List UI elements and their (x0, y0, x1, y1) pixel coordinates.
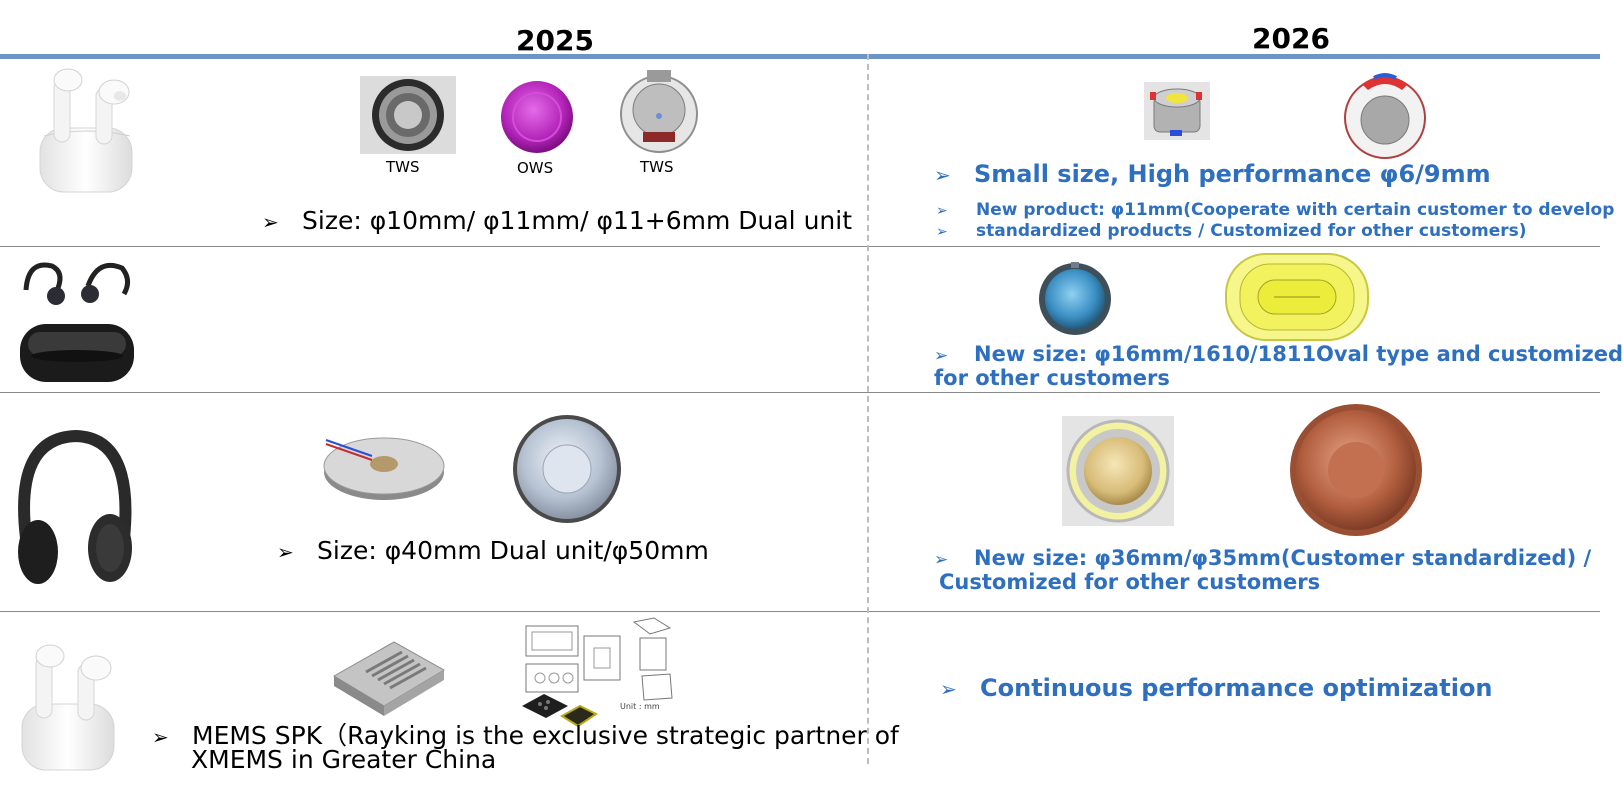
row3-right-line1: ➢New size: φ36mm/φ35mm(Customer standard… (934, 546, 1592, 570)
row2-right-line2: for other customers (934, 366, 1170, 390)
speaker-16mm-image (1039, 262, 1111, 335)
tws-speaker-10mm-image (360, 76, 456, 154)
row3-right-line2: Customized for other customers (939, 570, 1321, 594)
arrow-bullet-icon: ➢ (940, 677, 957, 701)
driver-label-ows: OWS (517, 159, 554, 177)
headphone-driver-dual-image (323, 437, 445, 500)
header-divider (0, 54, 1600, 59)
headphone-driver-50mm-image (513, 415, 621, 523)
arrow-bullet-icon: ➢ (934, 346, 949, 366)
column-divider (867, 54, 869, 764)
tws-earbuds-image (39, 68, 133, 193)
tws-dual-unit-image (620, 70, 698, 153)
header-2025: 2025 (516, 24, 594, 57)
oval-speaker-image (1225, 253, 1369, 341)
row3-left-bullet: ➢Size: φ40mm Dual unit/φ50mm (277, 536, 709, 565)
arrow-bullet-icon: ➢ (934, 550, 949, 570)
arrow-bullet-icon: ➢ (936, 224, 948, 240)
row1-left-bullet: ➢Size: φ10mm/ φ11mm/ φ11+6mm Dual unit (262, 206, 852, 235)
row-divider-3 (0, 611, 1600, 612)
driver-label-tws: TWS (386, 158, 420, 176)
driver-label-tws-dual: TWS (640, 158, 674, 176)
row1-right-main: ➢Small size, High performance φ6/9mm (934, 160, 1491, 188)
speaker-36mm-image (1062, 416, 1174, 526)
row2-right-line1: ➢New size: φ16mm/1610/1811Oval type and … (934, 342, 1623, 366)
row4-right-main: ➢Continuous performance optimization (940, 674, 1493, 702)
mems-technical-drawing: Unit : mm (522, 617, 682, 736)
headphones-image (18, 429, 132, 584)
speaker-9mm-image (1344, 73, 1426, 159)
micro-speaker-6mm-image (1144, 82, 1210, 140)
arrow-bullet-icon: ➢ (277, 540, 294, 564)
row4-left-line1: ➢MEMS SPK（Rayking is the exclusive strat… (152, 721, 899, 750)
speaker-35mm-image (1290, 404, 1422, 536)
row1-right-sub1: ➢New product: φ11mm(Cooperate with certa… (936, 200, 1615, 220)
open-ear-earbuds-image (20, 262, 134, 382)
row4-left-line2: XMEMS in Greater China (191, 745, 497, 774)
row-divider-1 (0, 246, 1600, 247)
arrow-bullet-icon: ➢ (936, 203, 948, 219)
arrow-bullet-icon: ➢ (262, 210, 279, 234)
tws-earbuds-image (21, 644, 115, 771)
ows-speaker-image (501, 81, 573, 153)
arrow-bullet-icon: ➢ (152, 725, 169, 749)
row-divider-2 (0, 392, 1600, 393)
row1-right-sub2: ➢standardized products / Customized for … (936, 221, 1527, 241)
header-2026: 2026 (1252, 22, 1330, 55)
arrow-bullet-icon: ➢ (934, 163, 951, 187)
mems-speaker-chip-image (333, 641, 445, 716)
drawing-unit-label: Unit : mm (620, 702, 660, 711)
technical-drawing-image (522, 617, 673, 728)
